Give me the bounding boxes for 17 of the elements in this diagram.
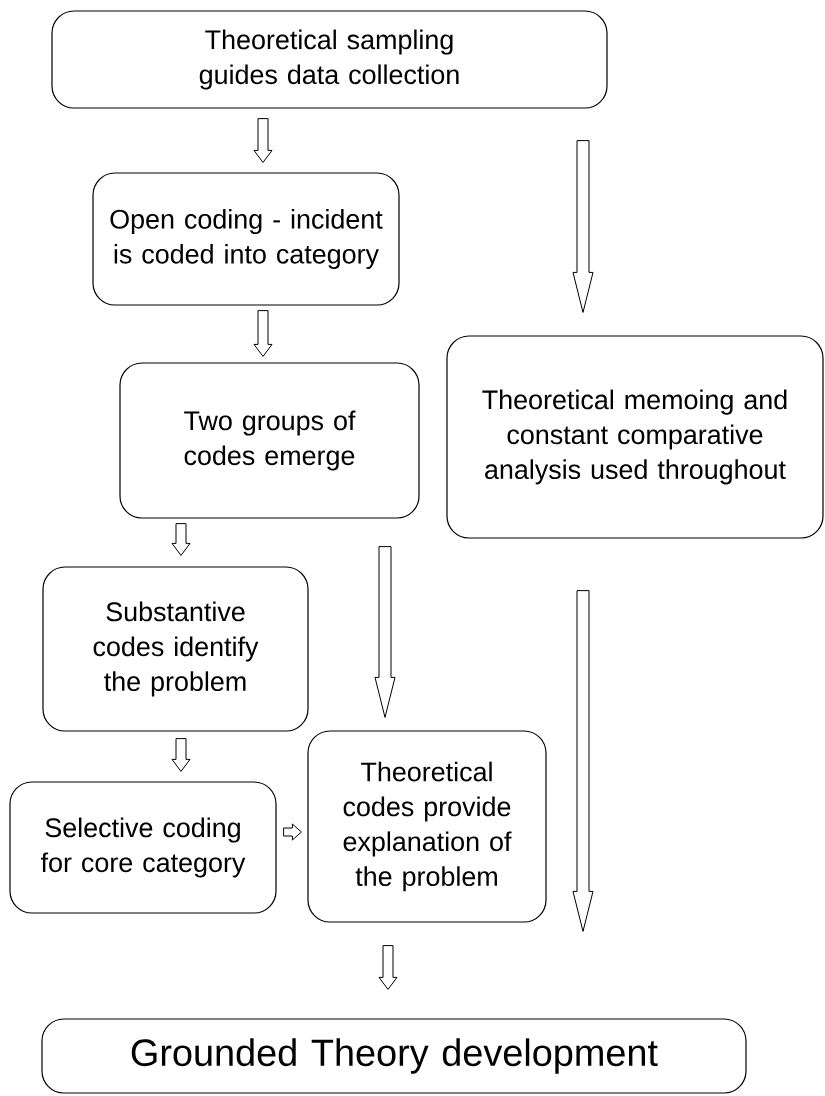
process-box: Selective coding for core category (9, 781, 277, 914)
block-arrow (378, 945, 398, 990)
process-box: Open coding - incident is coded into category (92, 172, 400, 306)
block-arrow (374, 546, 396, 718)
block-arrow (253, 310, 273, 357)
process-box: Theoretical codes provide explanation of the problem (307, 730, 547, 923)
block-arrow (572, 590, 594, 932)
block-arrow (572, 140, 594, 313)
block-arrow (283, 823, 302, 841)
process-box: Substantive codes identify the problem (42, 566, 309, 732)
block-arrow (253, 118, 273, 163)
process-box: Two groups of codes emerge (119, 362, 420, 519)
block-arrow (171, 738, 191, 772)
process-box: Theoretical sampling guides data collection (51, 10, 608, 109)
process-box: Grounded Theory development (41, 1018, 747, 1094)
process-box: Theoretical memoing and constant comparative analysis used throughout (446, 335, 824, 539)
block-arrow (171, 523, 191, 556)
